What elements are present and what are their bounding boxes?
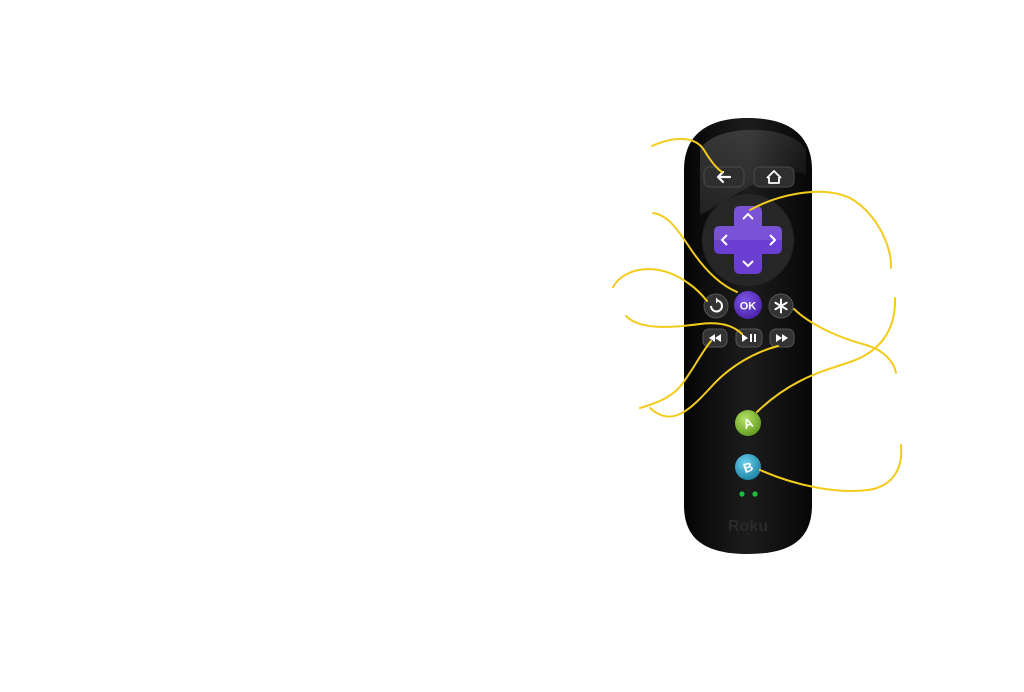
callout-lines bbox=[612, 138, 903, 493]
ok-label: OK bbox=[740, 301, 757, 313]
dpad-up-button[interactable] bbox=[736, 208, 760, 226]
chevron-up-icon bbox=[742, 212, 754, 220]
rewind-icon bbox=[709, 334, 721, 342]
callout-line-dpad-up bbox=[749, 190, 893, 269]
callout-line-back bbox=[651, 138, 723, 173]
a-button[interactable]: A bbox=[735, 410, 761, 436]
replay-icon bbox=[710, 297, 723, 313]
dpad-down-button[interactable] bbox=[736, 254, 760, 272]
callout-line-a bbox=[756, 297, 897, 413]
b-button[interactable]: B bbox=[735, 454, 761, 480]
callout-line-b bbox=[759, 444, 903, 493]
indicator-light bbox=[752, 491, 758, 497]
asterisk-icon bbox=[774, 298, 788, 314]
back-button[interactable] bbox=[703, 166, 745, 188]
callout-line-options bbox=[793, 308, 897, 374]
play-pause-icon bbox=[742, 334, 756, 342]
dpad bbox=[714, 206, 782, 274]
rewind-button[interactable] bbox=[702, 328, 728, 348]
callout-line-play-pause bbox=[625, 315, 743, 335]
dpad-right-button[interactable] bbox=[762, 228, 780, 252]
back-arrow-icon bbox=[716, 170, 732, 184]
chevron-right-icon bbox=[769, 234, 777, 246]
chevron-down-icon bbox=[742, 260, 754, 268]
callout-line-dpad-left bbox=[652, 212, 738, 293]
fast-forward-button[interactable] bbox=[769, 328, 795, 348]
indicator-light bbox=[739, 491, 745, 497]
callout-line-fast-forward bbox=[649, 345, 779, 418]
roku-logo: Roku bbox=[728, 518, 768, 535]
callout-line-rewind bbox=[639, 340, 712, 409]
chevron-left-icon bbox=[720, 234, 728, 246]
home-icon bbox=[766, 170, 782, 184]
replay-button[interactable] bbox=[703, 293, 729, 319]
dpad-left-button[interactable] bbox=[716, 228, 734, 252]
callout-line-replay bbox=[612, 268, 708, 302]
fast-forward-icon bbox=[776, 334, 788, 342]
ok-button[interactable]: OK bbox=[734, 291, 762, 319]
options-button[interactable] bbox=[768, 293, 794, 319]
home-button[interactable] bbox=[753, 166, 795, 188]
